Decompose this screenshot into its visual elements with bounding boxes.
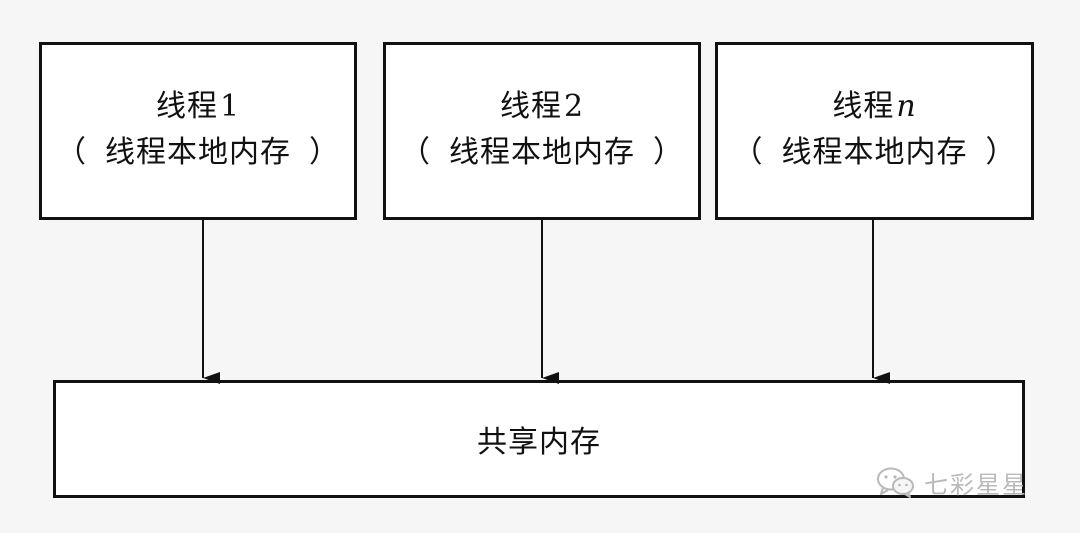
close-paren: ） bbox=[309, 135, 340, 170]
thread-1-subtitle: （ 线程本地内存 ） bbox=[38, 131, 358, 175]
shared-memory-box: 共享内存 bbox=[53, 380, 1025, 498]
thread-1-local-memory: 线程本地内存 bbox=[105, 135, 291, 170]
close-paren: ） bbox=[985, 135, 1017, 170]
open-paren: （ bbox=[56, 135, 87, 170]
thread-n-subtitle: （ 线程本地内存 ） bbox=[715, 131, 1035, 175]
shared-memory-label: 共享内存 bbox=[477, 425, 601, 460]
thread-2-number: 2 bbox=[563, 89, 585, 124]
close-paren: ） bbox=[653, 135, 684, 170]
thread-1-number: 1 bbox=[219, 89, 241, 124]
watermark-text: 七彩星星 bbox=[924, 470, 1028, 499]
open-paren: （ bbox=[732, 135, 764, 170]
thread-n-local-memory: 线程本地内存 bbox=[781, 135, 968, 170]
open-paren: （ bbox=[400, 135, 431, 170]
thread-1-label: 线程 bbox=[155, 89, 218, 124]
thread-2-subtitle: （ 线程本地内存 ） bbox=[382, 131, 702, 175]
thread-n-label: 线程 bbox=[832, 89, 895, 124]
thread-2-label: 线程 bbox=[499, 89, 562, 124]
thread-n-number: n bbox=[896, 89, 917, 124]
wechat-icon bbox=[877, 467, 914, 498]
thread-2-local-memory: 线程本地内存 bbox=[449, 135, 635, 170]
watermark: 七彩星星 bbox=[876, 462, 1028, 502]
